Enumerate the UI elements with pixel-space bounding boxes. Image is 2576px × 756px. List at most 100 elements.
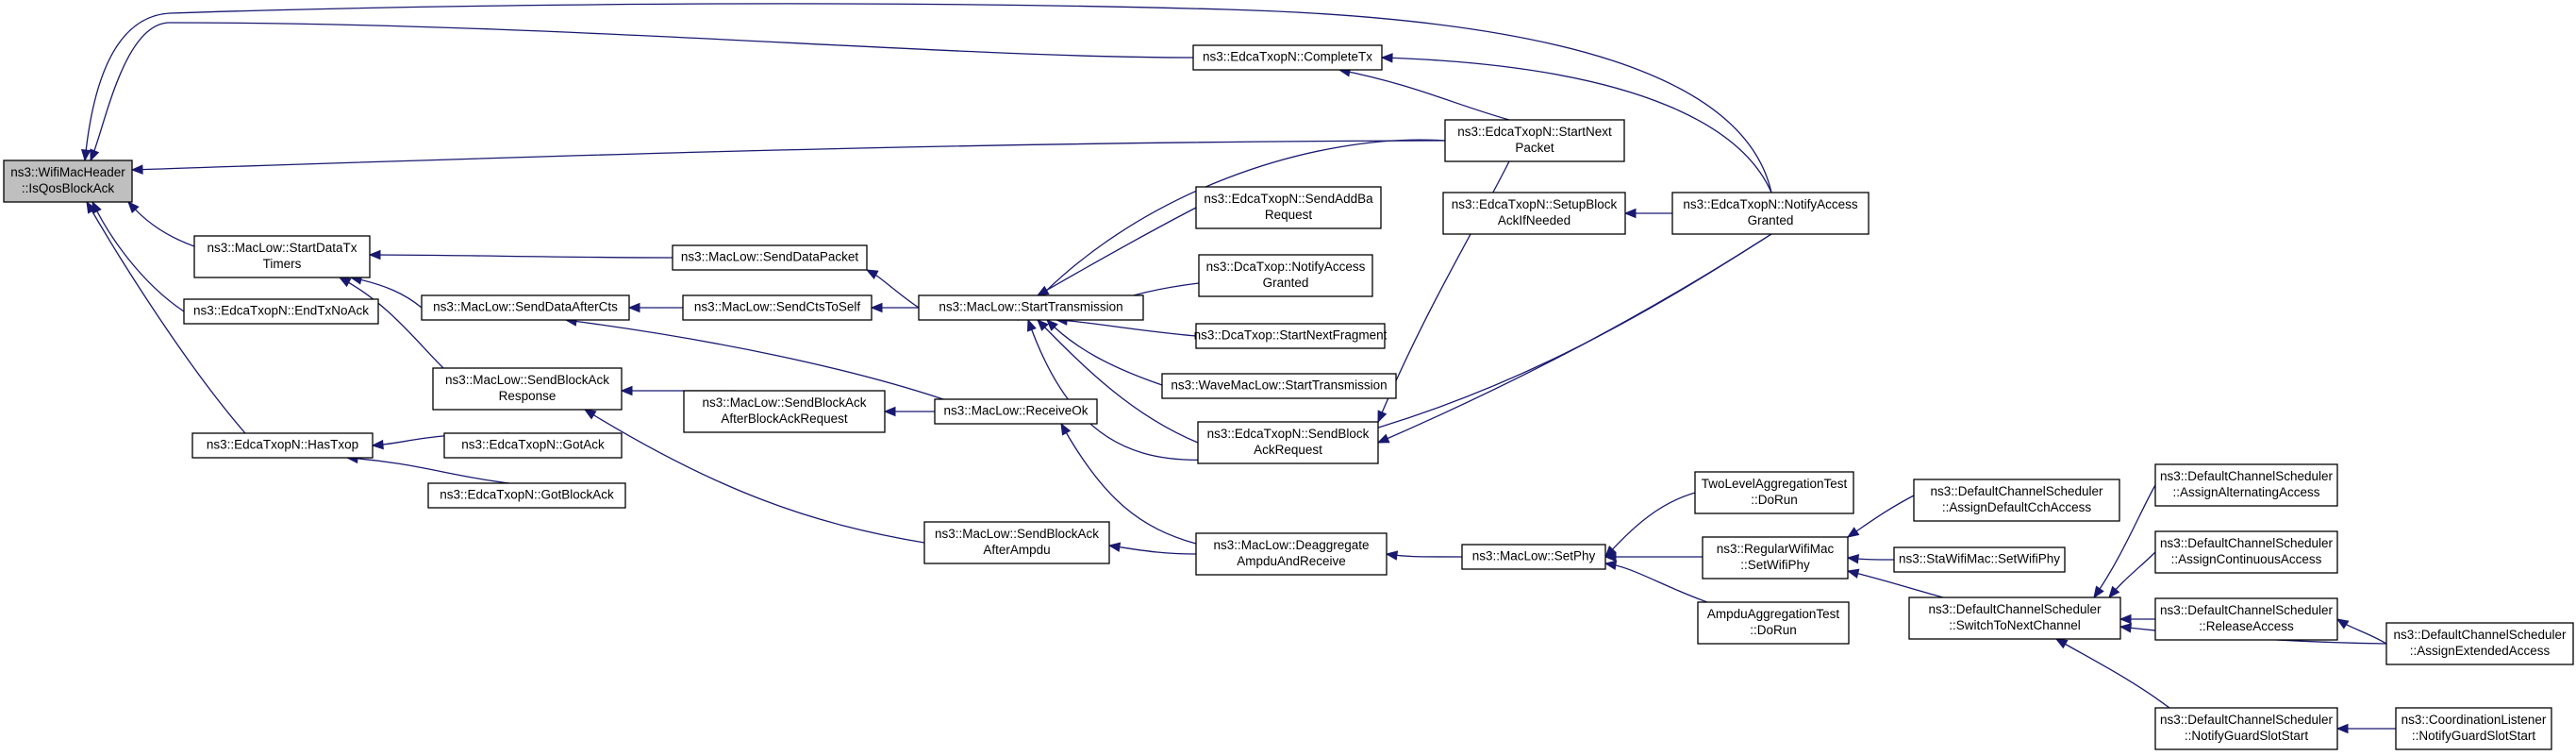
arrowhead-icon (130, 164, 143, 175)
graph-node-n17[interactable]: ns3::DcaTxop::StartNextFragment (1194, 323, 1388, 349)
node-label: ::SetWifiPhy (1740, 558, 1810, 572)
node-label: ::AssignDefaultCchAccess (1942, 500, 2092, 514)
node-box (191, 432, 374, 459)
arrowhead-icon (1604, 560, 1618, 571)
graph-node-n11[interactable]: ns3::MacLow::StartTransmission (918, 294, 1144, 321)
edge-n20-to-n12 (1060, 422, 1197, 545)
edge-line (1847, 495, 1915, 538)
graph-node-n18[interactable]: ns3::WaveMacLow::StartTransmission (1161, 373, 1397, 399)
node-label: ns3::MacLow::SetPhy (1472, 549, 1596, 563)
node-box (432, 367, 623, 411)
node-label: ns3::EdcaTxopN::StartNext (1457, 125, 1612, 139)
node-box (427, 482, 626, 509)
arrowhead-icon (870, 302, 883, 313)
node-label: AckIfNeeded (1498, 213, 1571, 227)
node-label: ns3::DefaultChannelScheduler (2393, 628, 2567, 642)
edge-n21-to-n14 (1338, 67, 1510, 121)
graph-node-n34[interactable]: ns3::DefaultChannelScheduler::NotifyGuar… (2154, 707, 2338, 750)
graph-node-n27[interactable]: AmpduAggregationTest::DoRun (1697, 601, 1850, 645)
graph-node-n31[interactable]: ns3::DefaultChannelScheduler::AssignAlte… (2154, 463, 2338, 507)
edge-line (1604, 490, 1703, 558)
node-label: ns3::StaWifiMac::SetWifiPhy (1899, 552, 2060, 566)
graph-node-n12[interactable]: ns3::MacLow::ReceiveOk (934, 398, 1098, 425)
graph-node-n3[interactable]: ns3::EdcaTxopN::HasTxop (191, 432, 374, 459)
arrowhead-icon (1026, 318, 1037, 332)
graph-node-n7[interactable]: ns3::EdcaTxopN::GotBlockAck (427, 482, 626, 509)
node-label: ns3::EdcaTxopN::EndTxNoAck (193, 304, 369, 318)
edge-n14-to-n0 (90, 22, 1194, 162)
graph-node-n23[interactable]: ns3::MacLow::SetPhy (1461, 544, 1606, 570)
arrowhead-icon (1846, 527, 1860, 538)
graph-node-n9[interactable]: ns3::MacLow::SendCtsToSelf (682, 294, 873, 321)
node-label: ns3::EdcaTxopN::SendBlock (1207, 427, 1370, 441)
edge-line (346, 457, 510, 484)
edge-n21-to-n0 (130, 140, 1446, 175)
graph-node-n29[interactable]: ns3::StaWifiMac::SetWifiPhy (1893, 546, 2066, 573)
arrowhead-icon (2108, 585, 2120, 599)
graph-node-n6[interactable]: ns3::EdcaTxopN::GotAck (443, 432, 623, 459)
edge-n24-to-n22 (1385, 550, 1463, 561)
graph-node-n4[interactable]: ns3::MacLow::SendDataAfterCts (421, 294, 630, 321)
node-box (183, 298, 379, 325)
arrowhead-icon (1377, 410, 1388, 424)
node-label: ns3::MacLow::ReceiveOk (943, 404, 1088, 418)
edge-line (2055, 638, 2170, 709)
graph-node-n32[interactable]: ns3::DefaultChannelScheduler::AssignCont… (2154, 530, 2338, 574)
edge-n26-to-n23 (1604, 560, 1708, 603)
graph-node-n10[interactable]: ns3::MacLow::SendBlockAckAfterBlockAckRe… (683, 390, 886, 433)
node-box (672, 244, 868, 271)
arrowhead-icon (1037, 319, 1049, 331)
node-label: ns3::DcaTxop::NotifyAccess (1206, 260, 1366, 274)
node-box (934, 398, 1098, 425)
graph-node-n30[interactable]: ns3::DefaultChannelScheduler::SwitchToNe… (1908, 596, 2121, 640)
arrowhead-icon (1604, 551, 1617, 563)
graph-node-n33[interactable]: ns3::DefaultChannelScheduler::ReleaseAcc… (2154, 597, 2338, 641)
graph-node-n14[interactable]: ns3::EdcaTxopN::CompleteTx (1192, 44, 1383, 71)
arrowhead-icon (2093, 585, 2104, 599)
edge-n13-to-n5 (583, 409, 925, 544)
node-label: Granted (1748, 213, 1794, 227)
node-label: ns3::DefaultChannelScheduler (2160, 536, 2334, 550)
node-label: Request (1265, 208, 1313, 222)
arrowhead-icon (1846, 553, 1859, 564)
node-box (3, 160, 133, 203)
node-label: ns3::MacLow::Deaggregate (1213, 538, 1369, 552)
node-label: ::AssignAlternatingAccess (2172, 485, 2319, 499)
graph-node-n36[interactable]: ns3::CoordinationListener::NotifyGuardSl… (2395, 707, 2552, 750)
graph-node-n25[interactable]: TwoLevelAggregationTest::DoRun (1694, 471, 1854, 514)
graph-node-n0[interactable]: ns3::WifiMacHeader::IsQosBlockAck (3, 160, 133, 203)
node-label: Timers (263, 257, 302, 271)
node-label: ns3::MacLow::StartTransmission (939, 300, 1122, 314)
edge-line (1381, 57, 1772, 193)
graph-node-n28[interactable]: ns3::DefaultChannelScheduler::AssignDefa… (1913, 479, 2120, 522)
node-box (421, 294, 630, 321)
node-label: ::DoRun (1750, 623, 1797, 637)
arrowhead-icon (2335, 618, 2350, 630)
graph-node-n26[interactable]: ns3::RegularWifiMac::SetWifiPhy (1702, 536, 1849, 580)
edge-n30-to-n26 (2093, 484, 2156, 599)
node-box (1161, 373, 1397, 399)
arrowhead-icon (1376, 433, 1390, 444)
graph-node-n2[interactable]: ns3::EdcaTxopN::EndTxNoAck (183, 298, 379, 325)
arrowhead-icon (338, 277, 352, 288)
edge-line (1847, 570, 1944, 598)
graph-node-n8[interactable]: ns3::MacLow::SendDataPacket (672, 244, 868, 271)
edge-line (1060, 423, 1197, 545)
node-box (2154, 707, 2338, 750)
graph-node-n35[interactable]: ns3::DefaultChannelScheduler::AssignExte… (2385, 622, 2574, 665)
node-label: ns3::CoordinationListener (2401, 713, 2547, 727)
edge-line (565, 319, 944, 400)
arrowhead-icon (90, 148, 100, 162)
node-box (2395, 707, 2552, 750)
arrowhead-icon (865, 269, 879, 280)
